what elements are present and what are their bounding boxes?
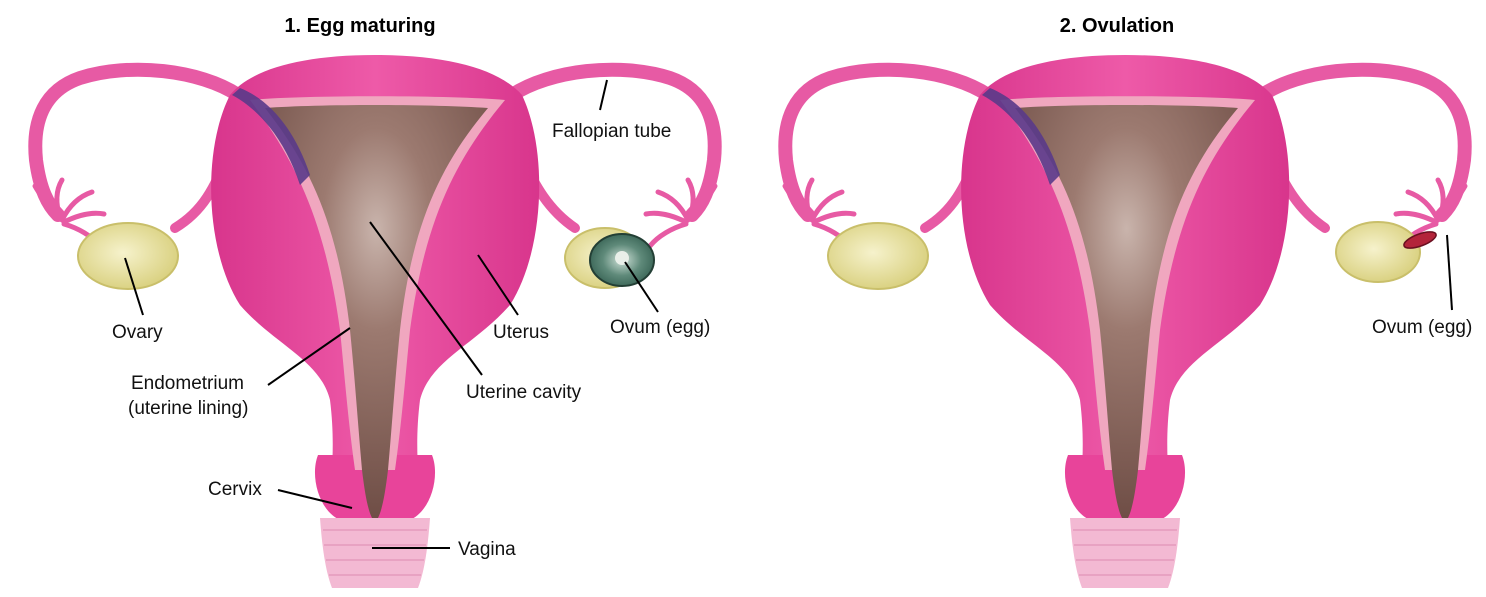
label-endometrium-1: Endometrium (131, 373, 244, 394)
uterus-illustration-2 (785, 55, 1465, 588)
label-ovum-2: Ovum (egg) (1372, 317, 1472, 338)
label-ovary: Ovary (112, 322, 163, 343)
panel-1-title: 1. Egg maturing (284, 15, 435, 37)
label-cervix: Cervix (208, 479, 262, 500)
leader-fallopian-tube (600, 80, 607, 110)
label-fallopian-tube: Fallopian tube (552, 121, 671, 142)
panel-egg-maturing: 1. Egg maturing Fallopian tube Ovary Ute… (35, 15, 715, 588)
label-ovum-1: Ovum (egg) (610, 317, 710, 338)
panel-2-title: 2. Ovulation (1060, 15, 1174, 37)
ovum-1 (615, 251, 629, 265)
label-endometrium-2: (uterine lining) (128, 398, 248, 419)
panel-ovulation: 2. Ovulation Ovum (egg) (785, 15, 1472, 588)
right-ovary-2 (1336, 222, 1420, 282)
label-uterus: Uterus (493, 322, 549, 343)
leader-ovum-2 (1447, 235, 1452, 310)
label-vagina: Vagina (458, 539, 516, 560)
label-uterine-cavity: Uterine cavity (466, 382, 582, 403)
